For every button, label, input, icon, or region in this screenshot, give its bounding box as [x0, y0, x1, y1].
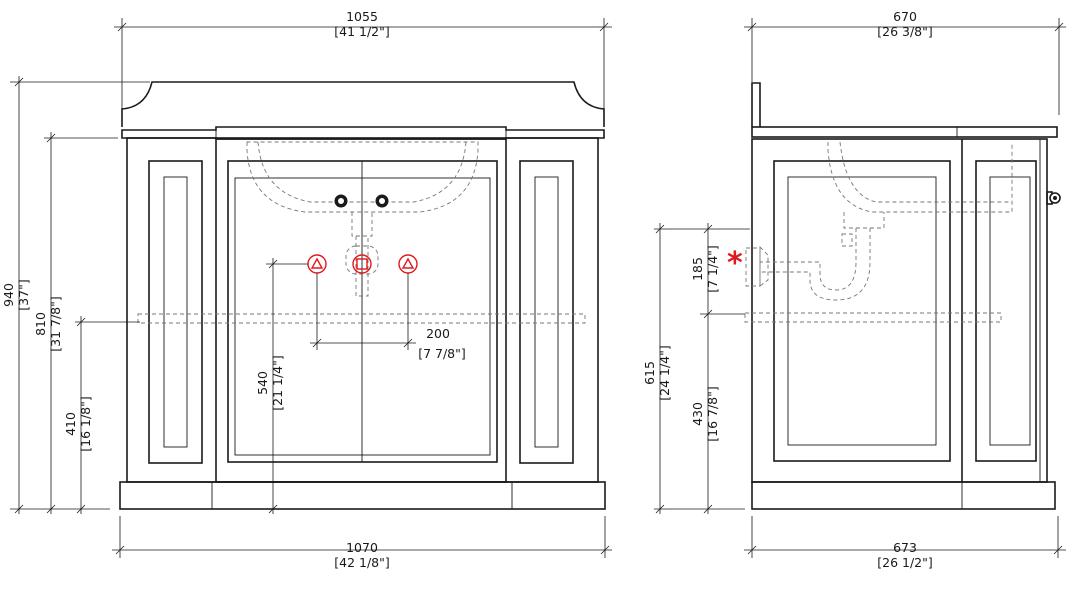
side-main-panel: [773, 160, 951, 462]
side-dimensions: [654, 18, 1066, 558]
front-height-counter-inch: [31 7/8"]: [48, 296, 63, 352]
side-height-drain-mm: 615: [642, 361, 657, 385]
side-backsplash: [751, 82, 761, 127]
front-dimensions: [10, 18, 612, 558]
front-supply-spacing-mm: 200: [426, 326, 450, 341]
side-depth-bottom-mm: 673: [893, 540, 917, 555]
front-shelf-hidden: [137, 313, 586, 324]
front-supply-spacing-inch: [7 7/8"]: [418, 346, 466, 361]
front-height-shelf-mm: 410: [63, 412, 78, 436]
side-drain-marker: *: [727, 246, 743, 281]
front-height-total-mm: 940: [1, 283, 16, 307]
front-height-total-inch: [37"]: [16, 279, 31, 310]
front-height-counter-mm: 810: [33, 312, 48, 336]
side-depth-top-mm: 670: [893, 9, 917, 24]
front-sink-hidden: [246, 141, 479, 213]
side-countertop: [751, 126, 1058, 138]
side-drain-to-shelf-mm: 185: [690, 257, 705, 281]
front-supply-cold-marker: [307, 254, 327, 274]
front-plinth: [119, 481, 606, 510]
front-backsplash: [121, 81, 605, 127]
front-width-top-mm: 1055: [346, 9, 378, 24]
side-drain-to-shelf-inch: [7 1/4"]: [705, 245, 720, 293]
side-plinth: [751, 481, 1056, 510]
front-waste-marker: [352, 254, 372, 274]
front-height-supply-inch: [21 1/4"]: [270, 355, 285, 411]
front-width-top-inch: [41 1/2"]: [334, 24, 390, 39]
side-view: [744, 82, 1061, 510]
front-view: [119, 81, 606, 510]
front-width-bottom-mm: 1070: [346, 540, 378, 555]
front-height-shelf-inch: [16 1/8"]: [78, 396, 93, 452]
side-cabinet-body: [751, 138, 1048, 483]
side-door-knob: [1046, 191, 1061, 205]
front-supply-hot-marker: [398, 254, 418, 274]
front-cabinet-body: [126, 137, 599, 483]
side-ptrap-hidden: [760, 228, 857, 291]
front-right-panel: [519, 160, 574, 464]
side-sink-hidden: [827, 142, 1013, 213]
side-height-shelf-inch: [16 7/8"]: [705, 386, 720, 442]
front-width-bottom-inch: [42 1/8"]: [334, 555, 390, 570]
side-depth-bottom-inch: [26 1/2"]: [877, 555, 933, 570]
side-door-panel: [975, 160, 1037, 462]
front-left-panel: [148, 160, 203, 464]
side-height-drain-inch: [24 1/4"]: [657, 345, 672, 401]
side-shelf-hidden: [744, 312, 1002, 323]
side-depth-top-inch: [26 3/8"]: [877, 24, 933, 39]
side-height-shelf-mm: 430: [690, 402, 705, 426]
front-height-supply-mm: 540: [255, 371, 270, 395]
front-door-panel: [227, 160, 498, 463]
